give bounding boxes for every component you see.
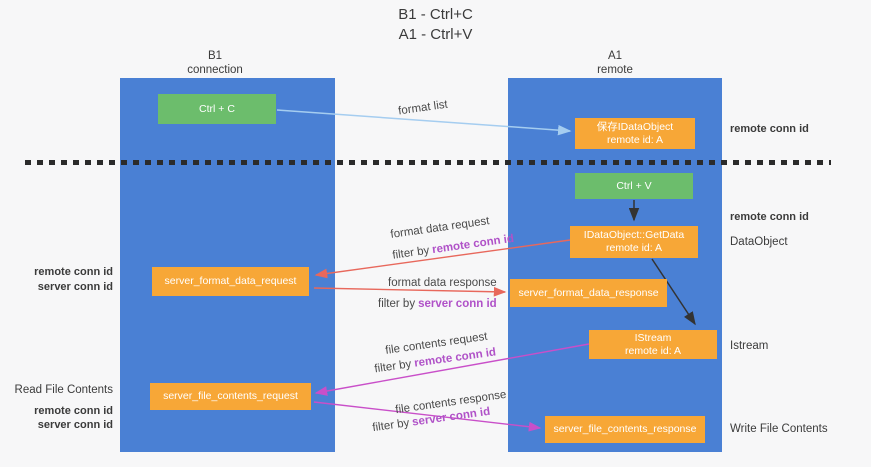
node-save-idataobject-line1: 保存IDataObject <box>596 120 674 133</box>
left-server-conn-id-1: server conn id <box>37 281 113 293</box>
node-server-file-contents-response: server_file_contents_response <box>545 416 705 443</box>
arrow-format-data-response <box>313 286 507 297</box>
filter-by-text: filter by <box>378 298 416 310</box>
left-remote-conn-id-1: remote conn id <box>34 266 113 278</box>
column-header-a1: A1 remote <box>520 49 710 77</box>
arrow-file-contents-request <box>314 343 590 396</box>
title-line-1: B1 - Ctrl+C <box>398 6 473 23</box>
dashed-divider <box>25 160 831 165</box>
node-getdata-line1: IDataObject::GetData <box>583 229 685 241</box>
arrow-file-contents-response <box>313 401 542 432</box>
right-write-file-contents: Write File Contents <box>730 423 828 435</box>
left-server-conn-id-2: server conn id <box>37 419 113 431</box>
left-read-file-contents: Read File Contents <box>14 384 113 396</box>
server-conn-id-text: server conn id <box>418 298 497 310</box>
column-a1-name: A1 <box>607 50 623 62</box>
node-server-format-data-request: server_format_data_request <box>152 267 309 296</box>
column-header-b1: B1 connection <box>120 49 310 77</box>
node-ctrl-v-label: Ctrl + V <box>616 179 652 192</box>
node-istream: IStream remote id: A <box>589 330 717 359</box>
node-istream-line2: remote id: A <box>624 344 682 357</box>
node-save-idataobject: 保存IDataObject remote id: A <box>575 118 695 149</box>
arrow-format-data-request <box>314 239 571 279</box>
column-b1-name: B1 <box>207 50 223 62</box>
node-ctrl-c-label: Ctrl + C <box>199 102 235 115</box>
node-server-file-contents-response-label: server_file_contents_response <box>553 423 697 435</box>
title-line-2: A1 - Ctrl+V <box>398 26 473 43</box>
right-remote-conn-id-mid: remote conn id <box>730 211 809 223</box>
column-b1-role: connection <box>187 64 243 76</box>
arrow-getdata-to-istream <box>651 258 696 326</box>
right-remote-conn-id-top: remote conn id <box>730 123 809 135</box>
node-server-file-contents-request: server_file_contents_request <box>150 383 311 410</box>
node-server-format-data-response-label: server_format_data_response <box>518 286 659 299</box>
node-idataobject-getdata: IDataObject::GetData remote id: A <box>570 226 698 258</box>
arrow-format-list <box>276 109 572 136</box>
node-ctrl-c: Ctrl + C <box>158 94 276 124</box>
node-istream-line1: IStream <box>634 331 672 344</box>
right-dataobject-label: DataObject <box>730 236 788 248</box>
node-server-file-contents-request-label: server_file_contents_request <box>163 390 298 402</box>
column-a1-role: remote <box>597 64 633 76</box>
node-getdata-line2: remote id: A <box>605 242 663 254</box>
node-server-format-data-request-label: server_format_data_request <box>164 275 297 287</box>
node-server-format-data-response: server_format_data_response <box>510 279 667 307</box>
right-istream-label: Istream <box>730 340 769 352</box>
left-remote-conn-id-2: remote conn id <box>34 405 113 417</box>
label-format-data-response: format data response <box>388 277 497 289</box>
node-save-idataobject-line2: remote id: A <box>606 133 664 146</box>
page-title: B1 - Ctrl+C A1 - Ctrl+V <box>0 5 871 45</box>
node-ctrl-v: Ctrl + V <box>575 173 693 199</box>
